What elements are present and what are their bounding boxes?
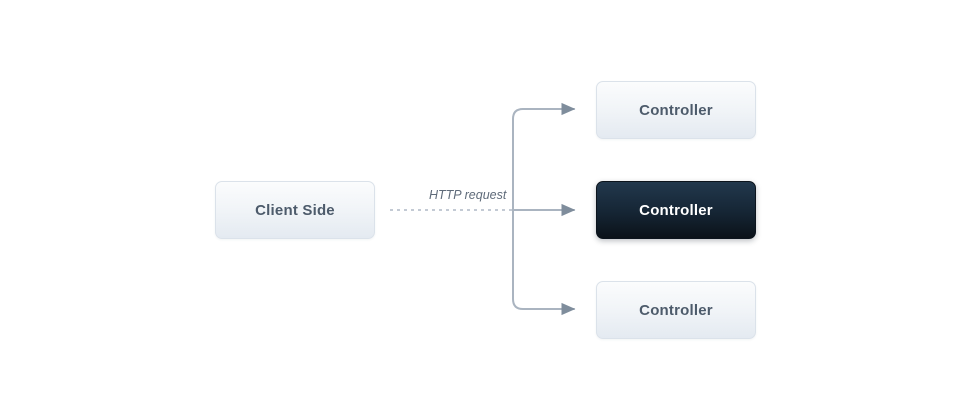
edge-trunk-to-controller-top — [512, 102, 576, 211]
node-controller-top-label: Controller — [639, 101, 713, 119]
node-controller-middle[interactable]: Controller — [596, 181, 756, 239]
edge-trunk-to-controller-bottom — [512, 209, 576, 316]
node-controller-top[interactable]: Controller — [596, 81, 756, 139]
node-controller-bottom[interactable]: Controller — [596, 281, 756, 339]
edge-label-http-request: HTTP request — [429, 188, 507, 202]
node-client-side-label: Client Side — [255, 201, 335, 219]
node-controller-middle-label: Controller — [639, 201, 713, 219]
node-client-side[interactable]: Client Side — [215, 181, 375, 239]
node-controller-bottom-label: Controller — [639, 301, 713, 319]
